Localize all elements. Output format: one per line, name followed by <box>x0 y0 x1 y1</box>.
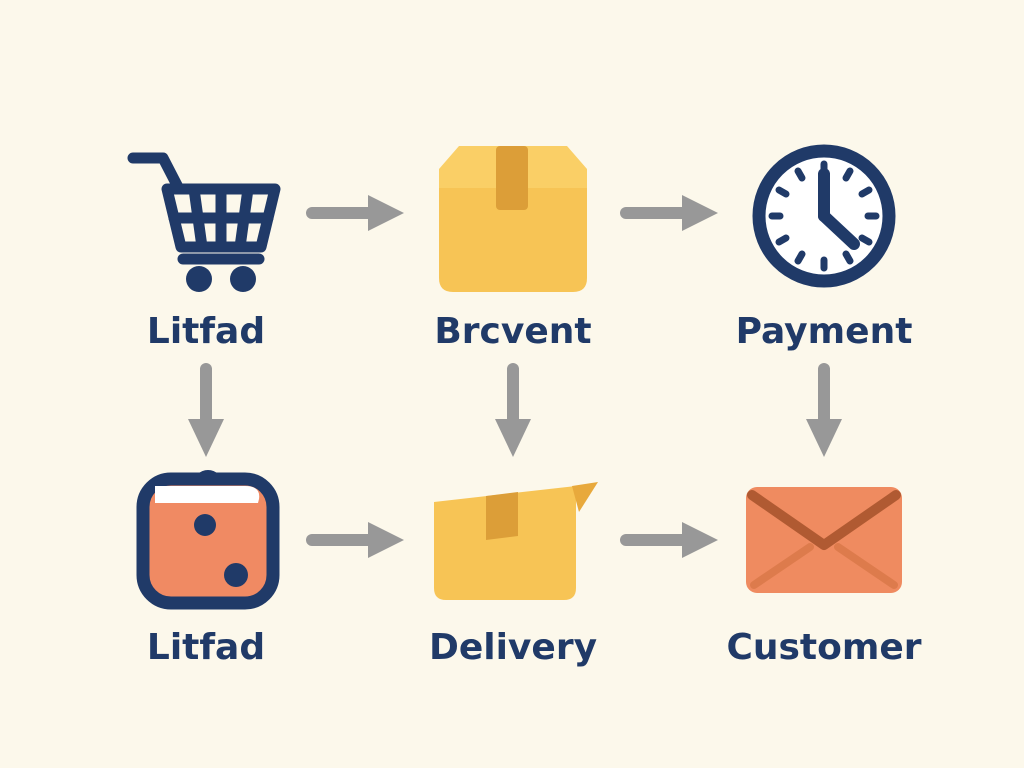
clipboard-icon <box>133 465 283 615</box>
arrow-right-icon <box>306 191 406 235</box>
node-label-customer: Customer <box>726 627 922 668</box>
open-box-icon <box>426 478 601 603</box>
node-label-delivery: Delivery <box>428 627 598 668</box>
arrow-right-icon <box>306 518 406 562</box>
package-box-icon <box>433 142 593 298</box>
arrow-down-icon <box>491 363 535 459</box>
arrow-right-icon <box>620 191 720 235</box>
node-label-payment: Payment <box>735 311 913 352</box>
node-label-litfad-top: Litfad <box>146 311 266 352</box>
arrow-down-icon <box>802 363 846 459</box>
node-label-litfad-bottom: Litfad <box>146 627 266 668</box>
clock-icon <box>744 136 904 296</box>
node-label-brcvent: Brcvent <box>434 311 592 352</box>
shopping-cart-icon <box>125 145 285 295</box>
arrow-right-icon <box>620 518 720 562</box>
envelope-icon <box>746 487 902 593</box>
arrow-down-icon <box>184 363 228 459</box>
